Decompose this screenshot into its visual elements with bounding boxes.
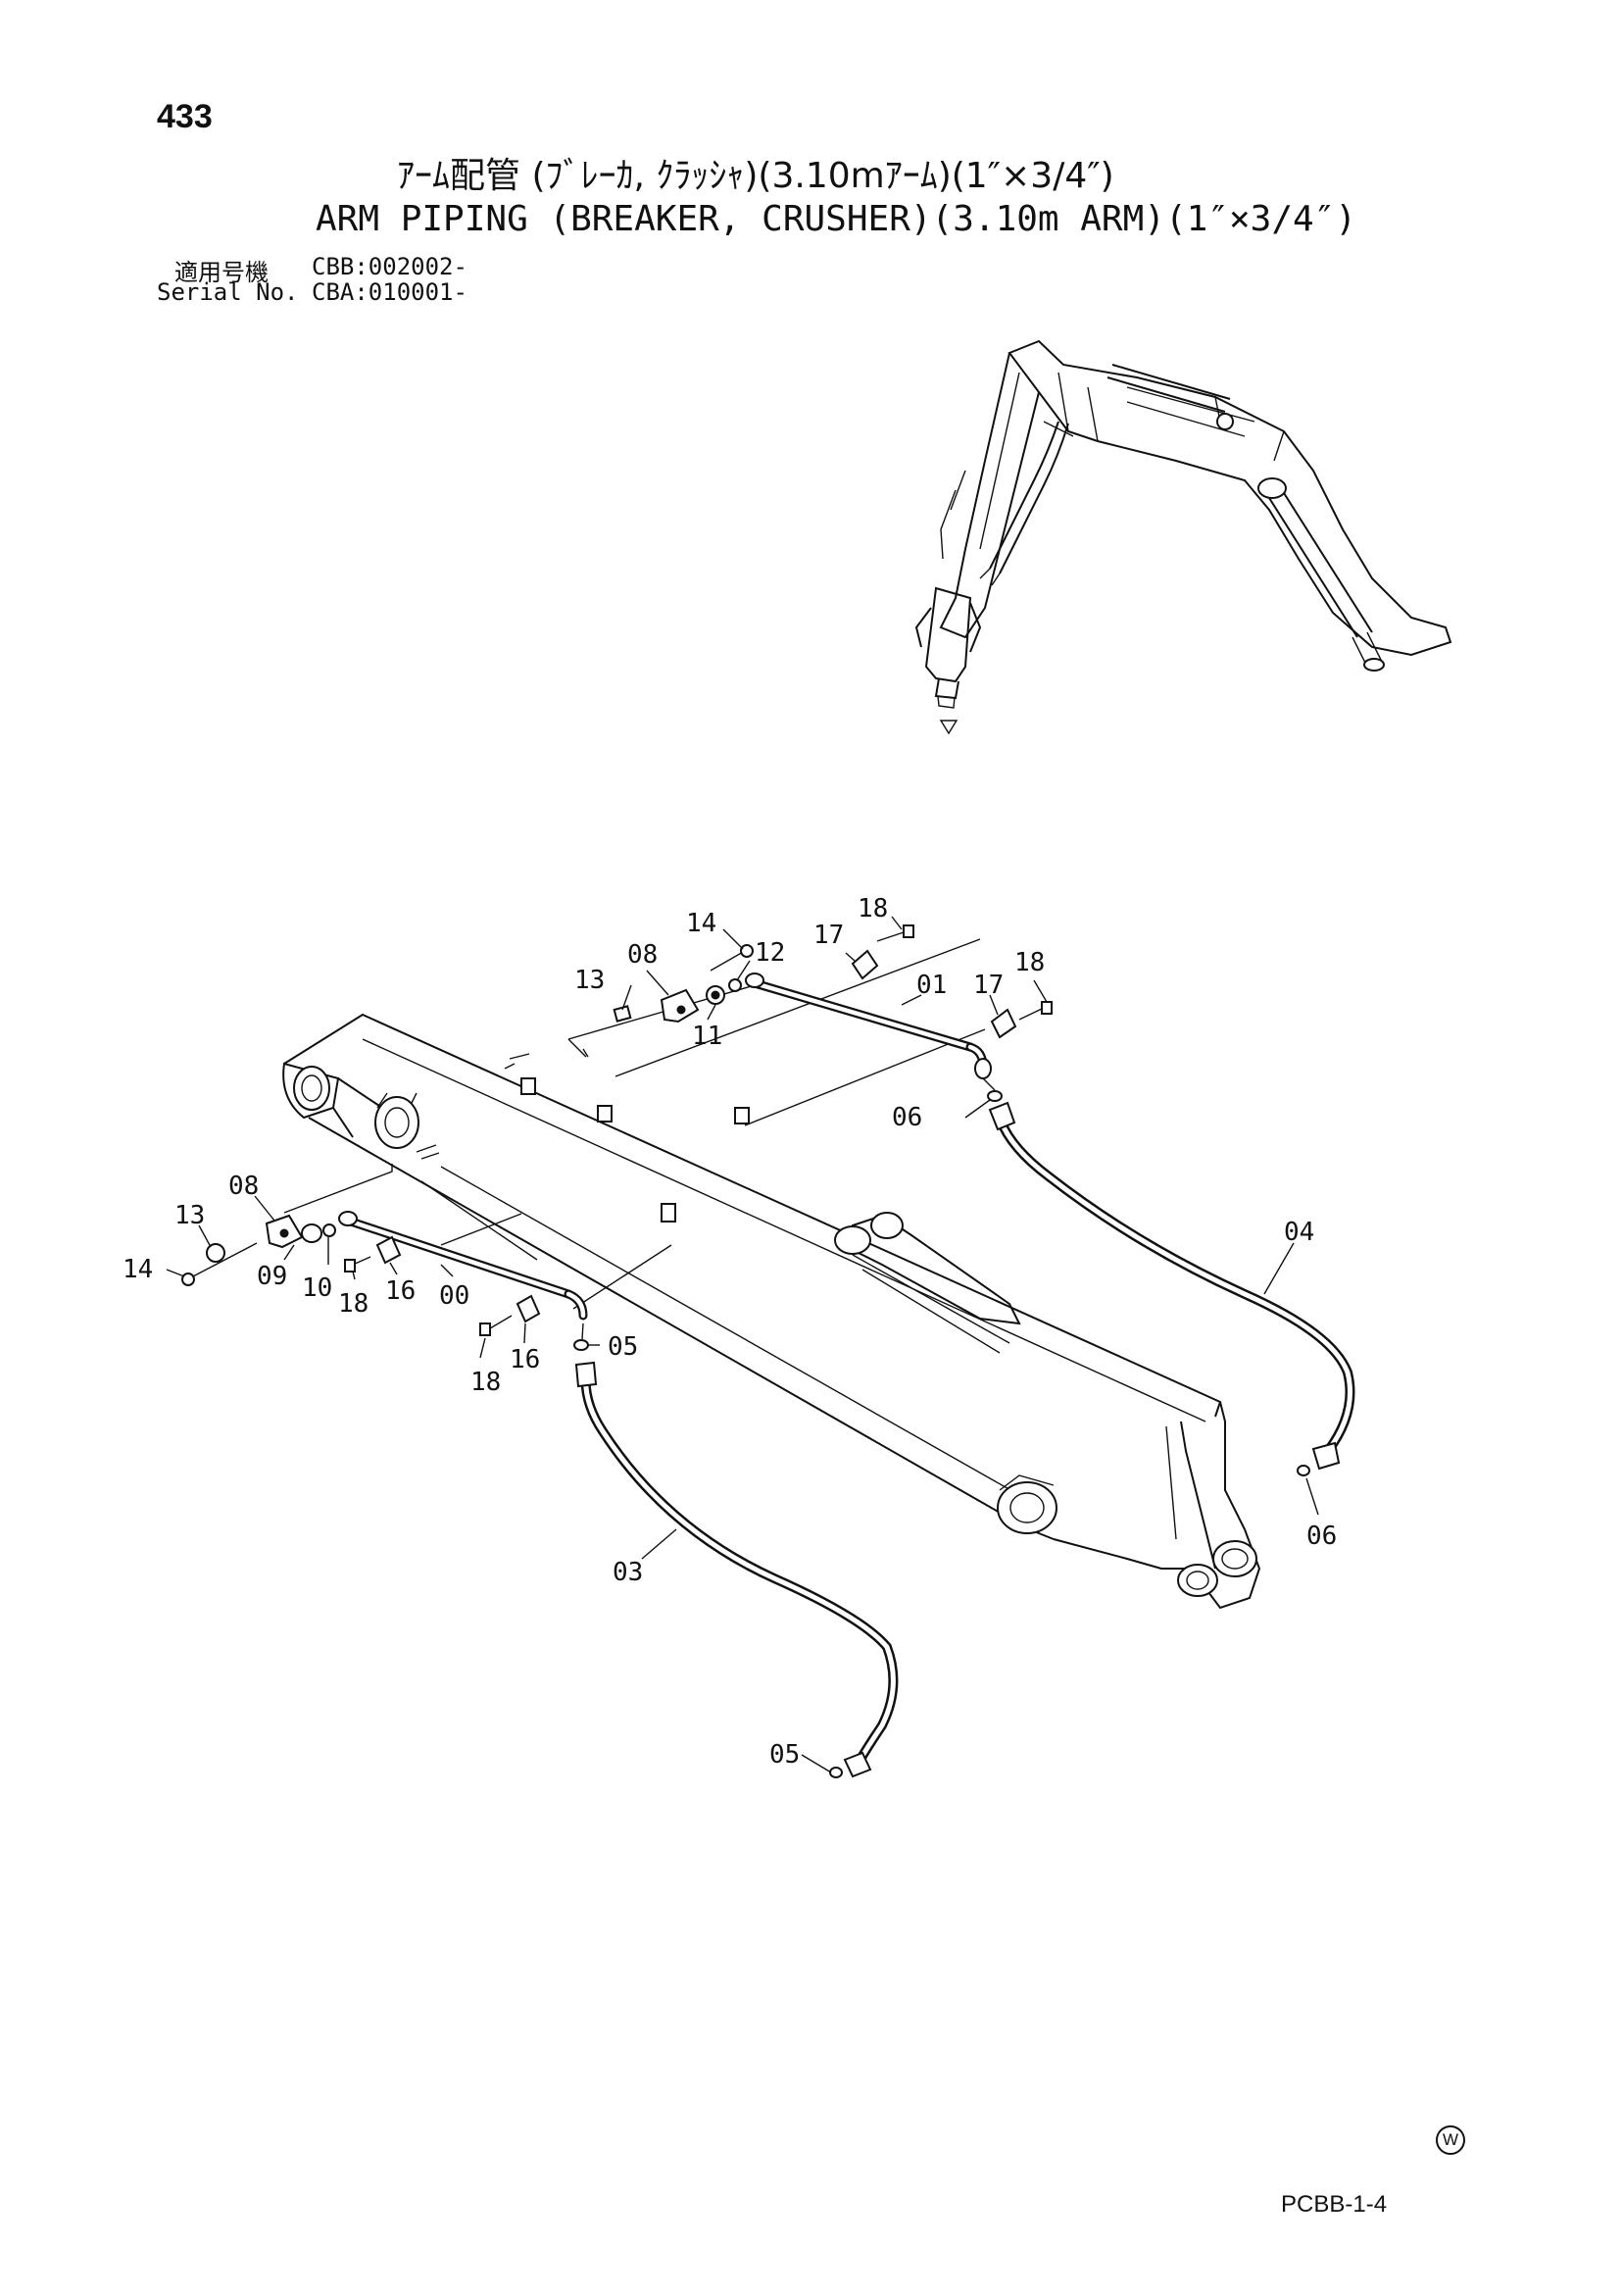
callout-06-right: 06 bbox=[1306, 1522, 1337, 1551]
pipe-01-assembly bbox=[613, 924, 1053, 1102]
hose-04 bbox=[988, 1101, 1355, 1476]
callout-17-upper: 17 bbox=[813, 921, 844, 950]
callout-13-lower: 13 bbox=[174, 1201, 205, 1230]
callout-16-upper: 16 bbox=[385, 1276, 416, 1306]
callout-14-upper: 14 bbox=[686, 909, 716, 938]
excavator-inset-illustration bbox=[914, 339, 1452, 735]
leader-lines bbox=[283, 938, 986, 1310]
arm-body bbox=[282, 1013, 1261, 1610]
callout-00: 00 bbox=[439, 1281, 469, 1311]
pipe-00-assembly bbox=[181, 1211, 589, 1351]
callout-13-upper: 13 bbox=[574, 966, 605, 995]
callout-18-upper: 18 bbox=[858, 894, 888, 923]
callout-01: 01 bbox=[916, 971, 947, 1000]
callout-17-right: 17 bbox=[973, 971, 1004, 1000]
callout-16-lower: 16 bbox=[510, 1345, 540, 1374]
callout-03: 03 bbox=[613, 1558, 643, 1587]
callout-10: 10 bbox=[302, 1273, 332, 1303]
serial-value-japanese: CBB:002002- bbox=[312, 253, 467, 280]
callout-06-upper: 06 bbox=[892, 1103, 922, 1132]
callout-18-lower-left: 18 bbox=[338, 1289, 369, 1319]
callout-numbers: 14 08 13 11 12 17 18 01 17 18 06 04 06 0… bbox=[123, 894, 1337, 1770]
serial-label-japanese: 適用号機 bbox=[174, 259, 269, 286]
title-english: ARM PIPING (BREAKER, CRUSHER)(3.10m ARM)… bbox=[316, 199, 1357, 239]
serial-value-english: CBA:010001- bbox=[312, 278, 467, 306]
watermark-circle-w: W bbox=[1436, 2125, 1465, 2155]
callout-05-upper: 05 bbox=[608, 1332, 638, 1362]
callout-05-lower: 05 bbox=[769, 1740, 800, 1770]
callout-08-lower: 08 bbox=[228, 1172, 259, 1201]
callout-09: 09 bbox=[257, 1262, 287, 1291]
callout-18-right: 18 bbox=[1014, 948, 1045, 977]
callout-12: 12 bbox=[755, 938, 785, 968]
callout-04: 04 bbox=[1284, 1218, 1314, 1247]
callout-18-lower: 18 bbox=[470, 1368, 501, 1397]
callout-14-lower: 14 bbox=[123, 1255, 153, 1284]
title-japanese: ｱｰﾑ配管 (ﾌﾞﾚｰｶ, ｸﾗｯｼｬ)(3.10mｱｰﾑ)(1″×3/4″) bbox=[397, 156, 1114, 196]
hose-03 bbox=[574, 1361, 899, 1778]
callout-08-upper: 08 bbox=[627, 940, 658, 970]
page-number: 433 bbox=[157, 98, 213, 135]
page-code: PCBB-1-4 bbox=[1281, 2191, 1388, 2218]
callout-11: 11 bbox=[692, 1022, 722, 1051]
callout-leaders bbox=[166, 916, 1319, 1773]
serial-label-english: Serial No. bbox=[157, 278, 299, 306]
